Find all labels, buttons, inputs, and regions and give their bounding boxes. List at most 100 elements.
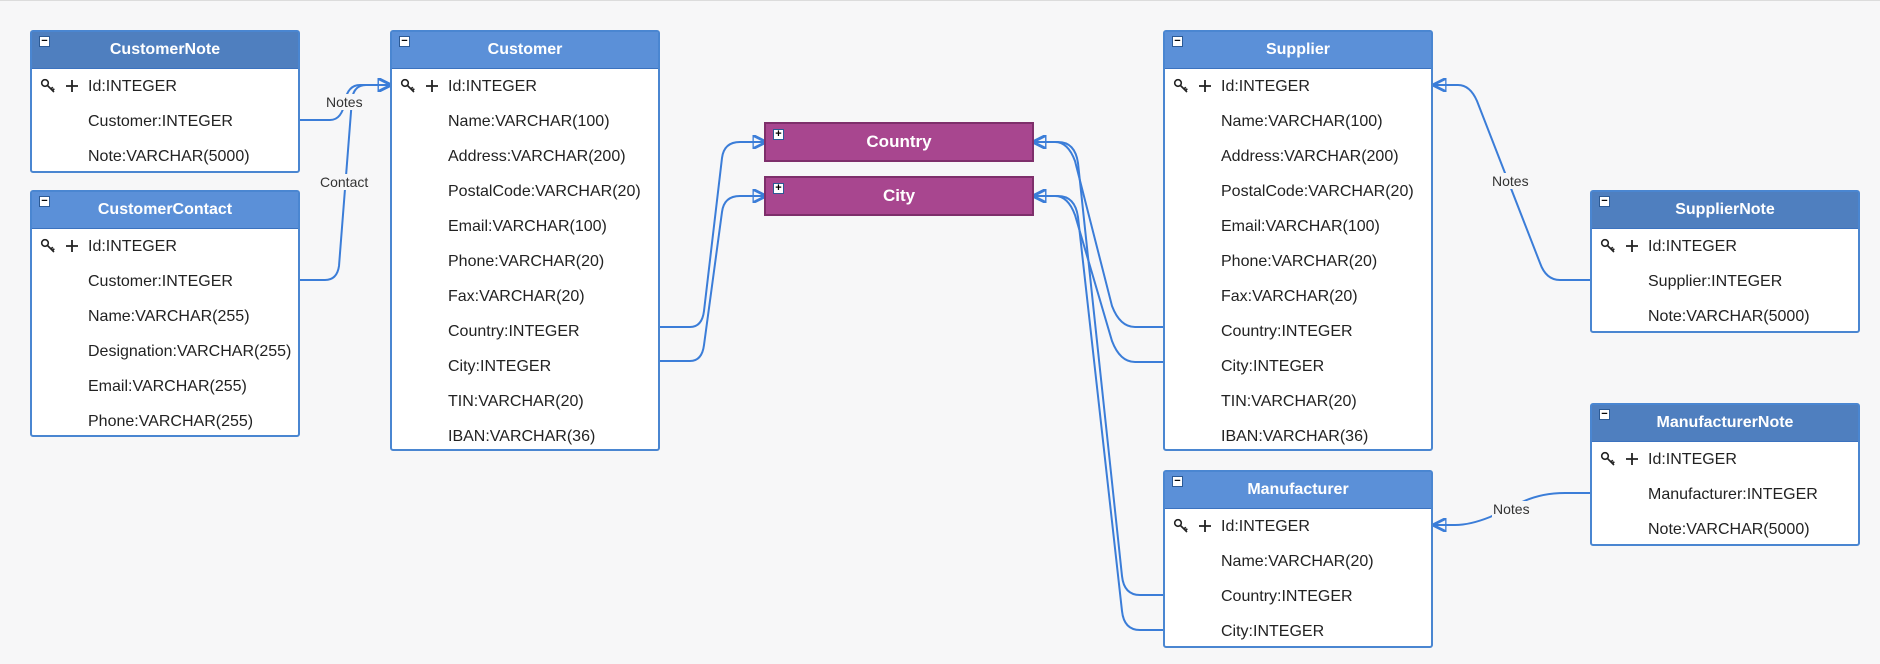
table-row[interactable]: Note:VARCHAR(5000) <box>1592 299 1858 334</box>
collapse-icon[interactable]: − <box>1172 36 1183 47</box>
table-manufacturernote[interactable]: − ManufacturerNote Id:INTEGER Manufactur… <box>1590 403 1860 546</box>
expand-icon[interactable]: + <box>773 183 784 194</box>
table-customer[interactable]: − Customer Id:INTEGER Name:VARCHAR(100) … <box>390 30 660 451</box>
column-name: Customer:INTEGER <box>88 113 233 130</box>
collapse-icon[interactable]: − <box>1599 409 1610 420</box>
table-row[interactable]: Id:INTEGER <box>1592 229 1858 264</box>
key-icon <box>1173 78 1188 93</box>
table-header[interactable]: − Supplier <box>1165 32 1431 69</box>
table-row[interactable]: Email:VARCHAR(255) <box>32 369 298 404</box>
table-row[interactable]: Country:INTEGER <box>392 314 658 349</box>
table-row[interactable]: City:INTEGER <box>1165 349 1431 384</box>
table-row[interactable]: Address:VARCHAR(200) <box>1165 139 1431 174</box>
table-title: Manufacturer <box>1247 481 1349 498</box>
column-name: Name:VARCHAR(255) <box>88 308 250 325</box>
collapse-icon[interactable]: − <box>39 36 50 47</box>
group-city[interactable]: + City <box>764 176 1034 216</box>
table-row[interactable]: City:INTEGER <box>1165 614 1431 649</box>
group-country[interactable]: + Country <box>764 122 1034 162</box>
table-row[interactable]: IBAN:VARCHAR(36) <box>1165 419 1431 454</box>
column-name: IBAN:VARCHAR(36) <box>448 428 596 445</box>
group-title: Country <box>866 132 932 151</box>
table-header[interactable]: − Customer <box>392 32 658 69</box>
primary-key-markers <box>40 229 84 264</box>
key-icon <box>40 238 55 253</box>
table-row[interactable]: Email:VARCHAR(100) <box>1165 209 1431 244</box>
table-row[interactable]: TIN:VARCHAR(20) <box>392 384 658 419</box>
collapse-icon[interactable]: − <box>1599 196 1610 207</box>
key-icon <box>40 78 55 93</box>
table-row[interactable]: PostalCode:VARCHAR(20) <box>392 174 658 209</box>
table-header[interactable]: − Manufacturer <box>1165 472 1431 509</box>
column-name: Email:VARCHAR(255) <box>88 378 247 395</box>
table-row[interactable]: Phone:VARCHAR(255) <box>32 404 298 439</box>
table-row[interactable]: IBAN:VARCHAR(36) <box>392 419 658 454</box>
table-row[interactable]: Id:INTEGER <box>32 69 298 104</box>
table-row[interactable]: Phone:VARCHAR(20) <box>392 244 658 279</box>
table-header[interactable]: − CustomerContact <box>32 192 298 229</box>
table-row[interactable]: TIN:VARCHAR(20) <box>1165 384 1431 419</box>
table-row[interactable]: Supplier:INTEGER <box>1592 264 1858 299</box>
table-row[interactable]: Country:INTEGER <box>1165 314 1431 349</box>
table-row[interactable]: Name:VARCHAR(100) <box>1165 104 1431 139</box>
expand-icon[interactable]: + <box>773 129 784 140</box>
edge-manufacturer-country <box>1034 142 1164 596</box>
column-name: PostalCode:VARCHAR(20) <box>1221 183 1414 200</box>
table-row[interactable]: Id:INTEGER <box>1165 69 1431 104</box>
table-row[interactable]: Designation:VARCHAR(255) <box>32 334 298 369</box>
column-name: City:INTEGER <box>448 358 552 375</box>
column-name: Phone:VARCHAR(255) <box>88 413 254 430</box>
table-row[interactable]: Name:VARCHAR(100) <box>392 104 658 139</box>
plus-icon <box>1199 80 1211 92</box>
table-row[interactable]: City:INTEGER <box>392 349 658 384</box>
table-row[interactable]: Phone:VARCHAR(20) <box>1165 244 1431 279</box>
table-row[interactable]: Name:VARCHAR(255) <box>32 299 298 334</box>
table-row[interactable]: Email:VARCHAR(100) <box>392 209 658 244</box>
primary-key-markers <box>1600 229 1644 264</box>
edge-manufacturer-city <box>1034 196 1164 631</box>
table-row[interactable]: Fax:VARCHAR(20) <box>392 279 658 314</box>
column-name: Fax:VARCHAR(20) <box>448 288 585 305</box>
table-row[interactable]: PostalCode:VARCHAR(20) <box>1165 174 1431 209</box>
table-row[interactable]: Customer:INTEGER <box>32 264 298 299</box>
column-name: Address:VARCHAR(200) <box>448 148 626 165</box>
collapse-icon[interactable]: − <box>1172 476 1183 487</box>
table-title: CustomerNote <box>109 41 221 58</box>
table-row[interactable]: Manufacturer:INTEGER <box>1592 477 1858 512</box>
table-row[interactable]: Fax:VARCHAR(20) <box>1165 279 1431 314</box>
column-name: Name:VARCHAR(20) <box>1221 553 1374 570</box>
table-row[interactable]: Id:INTEGER <box>392 69 658 104</box>
table-row[interactable]: Name:VARCHAR(20) <box>1165 544 1431 579</box>
table-row[interactable]: Customer:INTEGER <box>32 104 298 139</box>
table-row[interactable]: Id:INTEGER <box>1165 509 1431 544</box>
table-title: CustomerContact <box>97 201 233 218</box>
table-title: ManufacturerNote <box>1656 414 1794 431</box>
table-row[interactable]: Id:INTEGER <box>1592 442 1858 477</box>
table-row[interactable]: Note:VARCHAR(5000) <box>1592 512 1858 547</box>
key-icon <box>1173 518 1188 533</box>
edge-label-customernote: Notes <box>325 94 364 110</box>
column-name: Designation:VARCHAR(255) <box>88 343 292 360</box>
table-customernote[interactable]: − CustomerNote Id:INTEGER Customer:INTEG… <box>30 30 300 173</box>
column-name: Id:INTEGER <box>1221 518 1310 535</box>
table-row[interactable]: Id:INTEGER <box>32 229 298 264</box>
table-row[interactable]: Country:INTEGER <box>1165 579 1431 614</box>
table-customercontact[interactable]: − CustomerContact Id:INTEGER Customer:IN… <box>30 190 300 437</box>
table-header[interactable]: − CustomerNote <box>32 32 298 69</box>
edge-supplier-city <box>1034 196 1164 363</box>
table-suppliernote[interactable]: − SupplierNote Id:INTEGER Supplier:INTEG… <box>1590 190 1860 333</box>
primary-key-markers <box>40 69 84 104</box>
table-supplier[interactable]: − Supplier Id:INTEGER Name:VARCHAR(100) … <box>1163 30 1433 451</box>
primary-key-markers <box>1173 509 1217 544</box>
collapse-icon[interactable]: − <box>39 196 50 207</box>
column-name: Name:VARCHAR(100) <box>448 113 610 130</box>
collapse-icon[interactable]: − <box>399 36 410 47</box>
table-manufacturer[interactable]: − Manufacturer Id:INTEGER Name:VARCHAR(2… <box>1163 470 1433 648</box>
table-row[interactable]: Note:VARCHAR(5000) <box>32 139 298 174</box>
edge-customer-country <box>659 142 765 328</box>
table-title: SupplierNote <box>1675 201 1775 218</box>
table-row[interactable]: Address:VARCHAR(200) <box>392 139 658 174</box>
table-header[interactable]: − ManufacturerNote <box>1592 405 1858 442</box>
table-header[interactable]: − SupplierNote <box>1592 192 1858 229</box>
